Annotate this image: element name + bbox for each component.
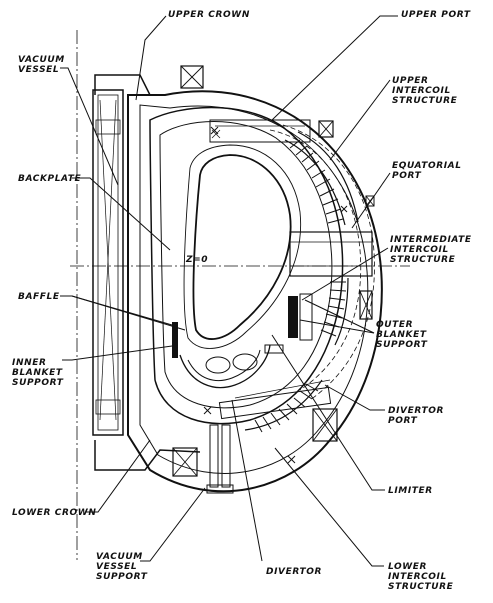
label-vv-support-line2: VESSEL — [96, 562, 137, 572]
upper-intercoil-outer-arc — [297, 131, 359, 223]
port-outline-dashed — [269, 129, 362, 391]
label-baffle: BAFFLE — [18, 292, 60, 302]
pf-coil-lower-left — [172, 447, 198, 477]
pf-coil-upper-left — [180, 65, 204, 89]
vacuum-vessel-inner — [159, 121, 333, 409]
label-divertor: DIVERTOR — [266, 567, 322, 577]
upper-intercoil-inner-arc — [284, 139, 346, 226]
label-outer-blanket-line3: SUPPORT — [376, 340, 428, 350]
label-lower-intercoil-line1: LOWER — [388, 562, 427, 572]
label-divertor-port-line1: DIVERTOR — [388, 406, 444, 416]
label-upper-intercoil-line2: INTERCOIL — [392, 86, 451, 96]
tf-coil-outline — [127, 90, 383, 493]
label-vv-support-line3: SUPPORT — [96, 572, 148, 582]
label-lower-intercoil-line3: STRUCTURE — [388, 582, 454, 592]
label-equatorial-port-line1: EQUATORIAL — [392, 161, 462, 171]
label-lower-crown: LOWER CROWN — [12, 508, 96, 518]
port-outline-dashed-2 — [282, 124, 375, 401]
equatorial-port-structure — [289, 231, 373, 277]
outer-blanket-arc — [334, 277, 349, 346]
label-upper-crown: UPPER CROWN — [168, 10, 250, 20]
label-lower-intercoil-line2: INTERCOIL — [388, 572, 447, 582]
label-inner-blanket-line2: BLANKET — [12, 368, 63, 378]
plasma-boundary — [192, 154, 292, 340]
pf-coil-mid-right — [359, 290, 373, 320]
label-intermediate-intercoil-line2: INTERCOIL — [390, 245, 449, 255]
vacuum-vessel-support-legs — [206, 424, 234, 494]
label-divertor-port-line2: PORT — [388, 416, 418, 426]
lower-intercoil-arc — [244, 379, 323, 431]
pf-coil-upper-right — [318, 120, 334, 138]
label-intermediate-intercoil-line1: INTERMEDIATE — [390, 235, 472, 245]
central-column — [92, 89, 124, 436]
label-intermediate-intercoil-line3: STRUCTURE — [390, 255, 456, 265]
label-outer-blanket-line2: BLANKET — [376, 330, 427, 340]
label-backplate: BACKPLATE — [18, 174, 82, 184]
label-inner-blanket-line3: SUPPORT — [12, 378, 64, 388]
lower-crown-base — [94, 440, 201, 471]
leader-lines — [60, 15, 398, 567]
upper-crown-base — [94, 74, 151, 96]
label-upper-intercoil-line3: STRUCTURE — [392, 96, 458, 106]
divertor-cassette — [172, 322, 284, 389]
x-markers — [203, 126, 348, 464]
label-limiter: LIMITER — [388, 486, 433, 496]
outer-blanket-support-block — [288, 296, 298, 338]
label-equatorial-port-line2: PORT — [392, 171, 422, 181]
label-upper-intercoil-line1: UPPER — [392, 76, 429, 86]
vacuum-vessel-outer — [149, 106, 344, 425]
label-vv-support-line1: VACUUM — [96, 552, 143, 562]
label-inner-blanket-line1: INNER — [12, 358, 47, 368]
divertor-port-structure — [218, 379, 332, 420]
label-vacuum-vessel-line1: VACUUM — [18, 55, 65, 65]
label-vacuum-vessel-line2: VESSEL — [18, 65, 59, 75]
outer-blanket-hatch — [320, 281, 347, 337]
upper-port-structure — [209, 119, 311, 143]
label-z-zero: Z=0 — [185, 255, 208, 265]
first-wall — [183, 144, 302, 349]
label-upper-port: UPPER PORT — [401, 10, 471, 20]
outer-blanket-support-frame — [299, 293, 313, 341]
label-outer-blanket-line1: OUTER — [376, 320, 413, 330]
pf-coil-lower-right — [312, 408, 338, 442]
